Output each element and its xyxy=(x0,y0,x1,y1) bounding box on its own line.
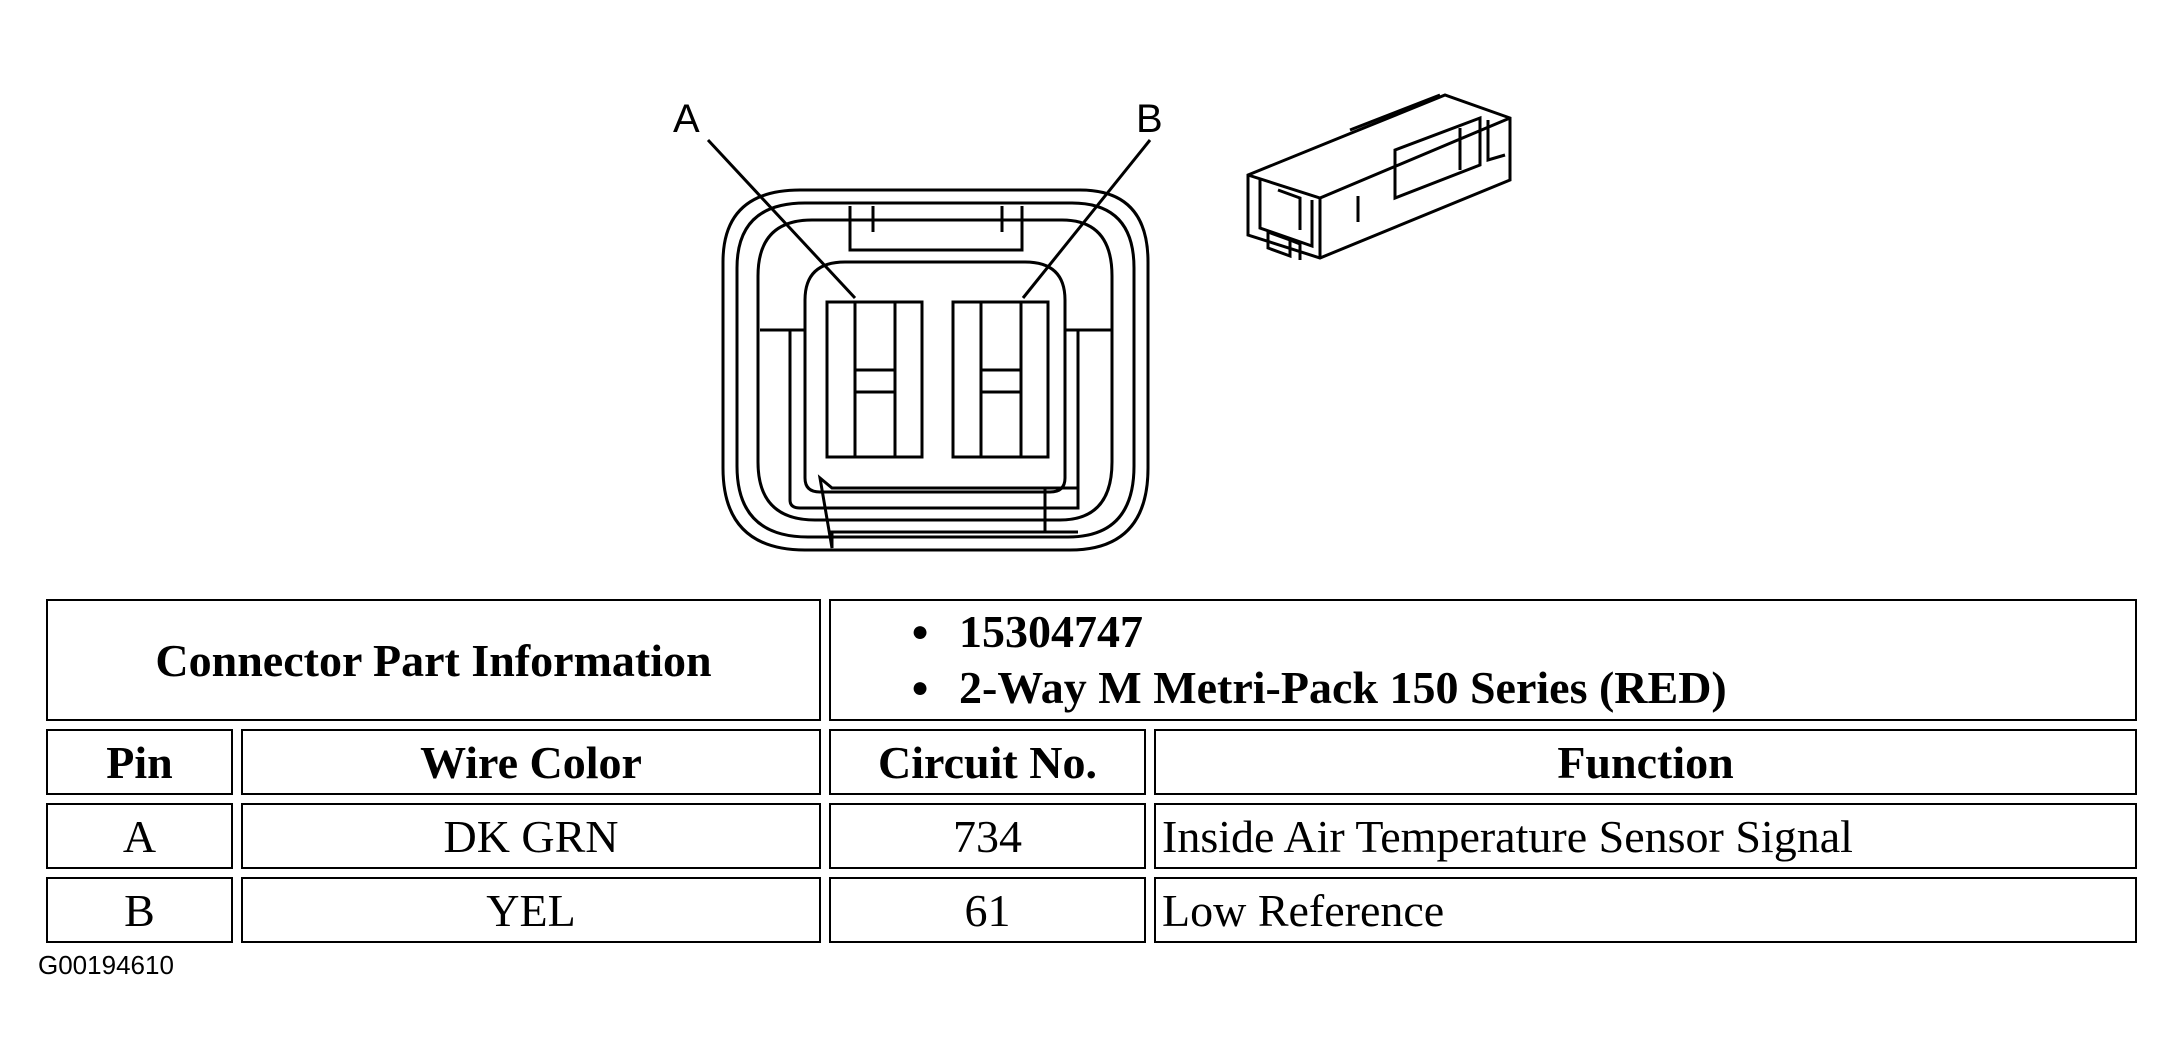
connector-type: 2-Way M Metri-Pack 150 Series (RED) xyxy=(911,660,2135,716)
column-header-circuit-no: Circuit No. xyxy=(829,729,1146,795)
connector-info-table: Connector Part Information 15304747 2-Wa… xyxy=(38,591,2145,951)
pin-cell: A xyxy=(46,803,233,869)
connector-diagram: A B xyxy=(673,93,1512,552)
function-cell: Low Reference xyxy=(1154,877,2137,943)
function-cell: Inside Air Temperature Sensor Signal xyxy=(1154,803,2137,869)
pin-label-a: A xyxy=(673,97,700,141)
wire-color-cell: DK GRN xyxy=(241,803,821,869)
column-header-pin: Pin xyxy=(46,729,233,795)
table-row: A DK GRN 734 Inside Air Temperature Sens… xyxy=(46,803,2137,869)
part-number: 15304747 xyxy=(911,604,2135,660)
figure-id: G00194610 xyxy=(38,950,174,980)
connector-part-info-list: 15304747 2-Way M Metri-Pack 150 Series (… xyxy=(829,599,2137,721)
pin-label-b: B xyxy=(1136,97,1163,141)
column-header-wire-color: Wire Color xyxy=(241,729,821,795)
connector-part-info-header: Connector Part Information xyxy=(46,599,821,721)
connector-face-drawing xyxy=(706,138,1152,552)
table-row: B YEL 61 Low Reference xyxy=(46,877,2137,943)
pin-cell: B xyxy=(46,877,233,943)
connector-isometric-drawing xyxy=(1246,93,1512,260)
circuit-cell: 734 xyxy=(829,803,1146,869)
wire-color-cell: YEL xyxy=(241,877,821,943)
circuit-cell: 61 xyxy=(829,877,1146,943)
column-header-function: Function xyxy=(1154,729,2137,795)
